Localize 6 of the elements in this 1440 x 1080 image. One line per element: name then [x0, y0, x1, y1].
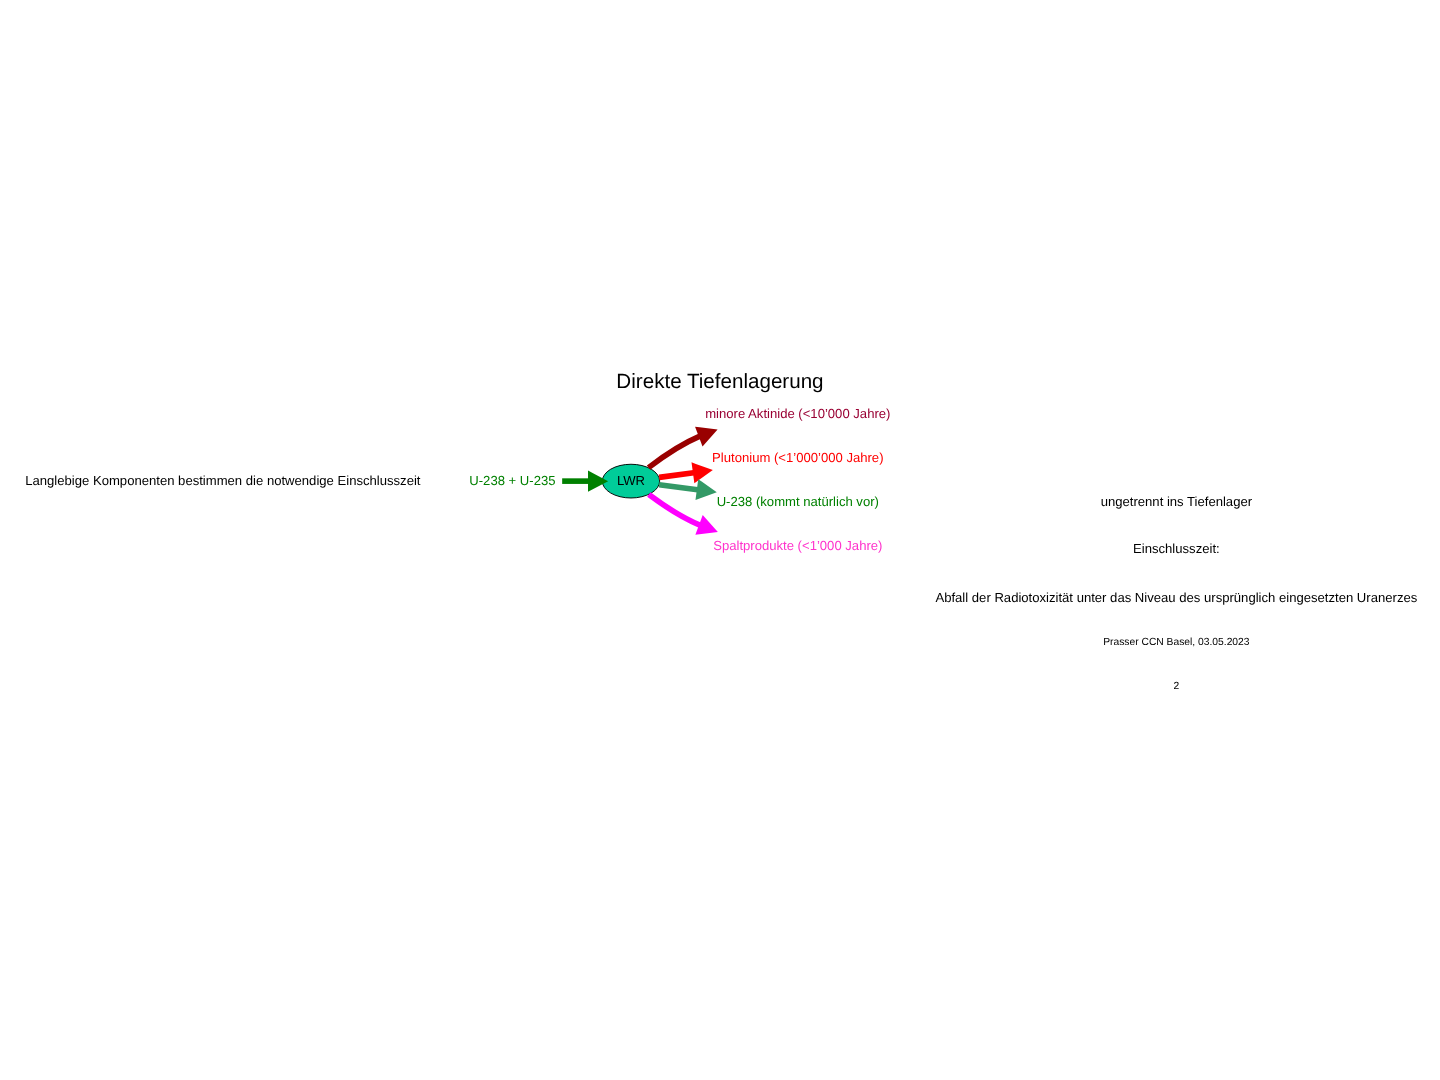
arrow [562, 469, 609, 491]
diagram-title: Direkte Tiefenlagerung [616, 370, 824, 393]
arrow [646, 425, 718, 469]
arrow [647, 491, 718, 534]
arrow [658, 461, 713, 483]
arrow [658, 478, 717, 500]
